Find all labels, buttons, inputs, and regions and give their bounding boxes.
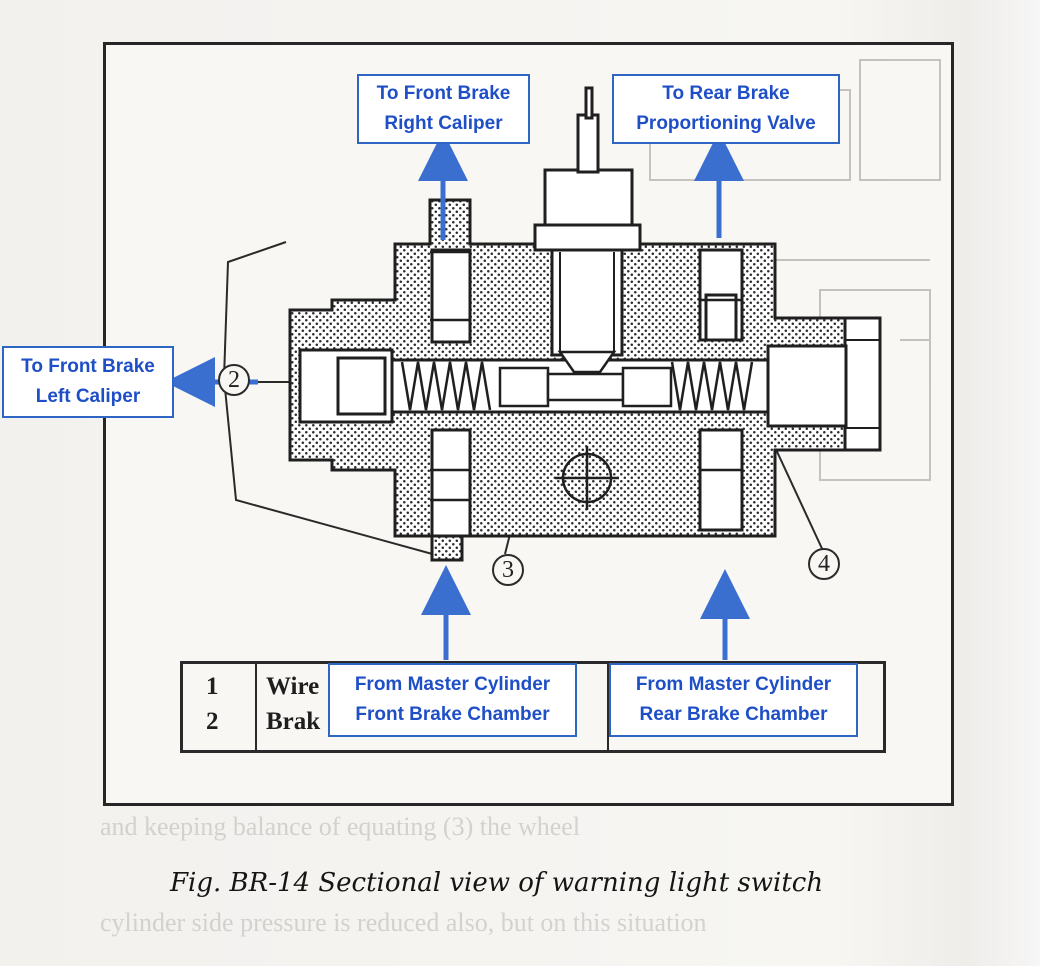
legend-divider: [255, 664, 257, 750]
legend-divider: [607, 664, 609, 750]
callout-from-master-front-chamber: From Master Cylinder Front Brake Chamber: [328, 663, 577, 737]
callout-to-front-left-caliper: To Front Brake Left Caliper: [2, 346, 174, 418]
legend-row-1-text: Wire: [266, 673, 320, 700]
callout-line: Right Caliper: [384, 113, 503, 134]
legend-row-2-text: Brak: [266, 708, 321, 735]
callout-line: To Front Brake: [21, 356, 155, 377]
callout-line: Proportioning Valve: [636, 113, 816, 134]
part-number-3: 3: [492, 554, 524, 586]
callout-line: Front Brake Chamber: [355, 704, 550, 725]
callout-to-front-right-caliper: To Front Brake Right Caliper: [357, 74, 530, 144]
bleed-through-text: cylinder side pressure is reduced also, …: [100, 908, 707, 937]
callout-from-master-rear-chamber: From Master Cylinder Rear Brake Chamber: [609, 663, 858, 737]
callout-line: From Master Cylinder: [354, 674, 551, 695]
spring-and-piston: [400, 250, 754, 510]
bleed-through-text: and keeping balance of equating (3) the …: [100, 812, 581, 841]
legend-row-1-number: 1: [206, 673, 219, 700]
callout-line: Left Caliper: [35, 386, 141, 407]
callout-line: From Master Cylinder: [635, 674, 832, 695]
valve-body: [288, 86, 882, 562]
part-number-4: 4: [808, 548, 840, 580]
callout-line: Rear Brake Chamber: [639, 704, 828, 725]
legend-row-2-number: 2: [206, 708, 219, 735]
callout-line: To Rear Brake: [662, 83, 790, 104]
figure-caption: Fig. BR-14 Sectional view of warning lig…: [170, 868, 824, 898]
callout-to-rear-proportioning-valve: To Rear Brake Proportioning Valve: [612, 74, 840, 144]
part-number-2: 2: [218, 364, 250, 396]
callout-line: To Front Brake: [376, 83, 511, 104]
